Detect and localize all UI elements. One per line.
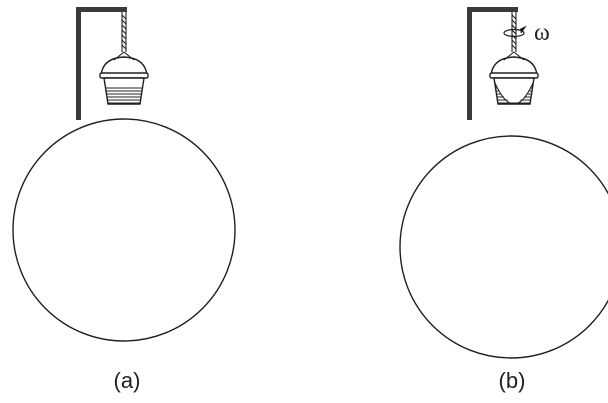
bucket-b: [489, 56, 539, 105]
rope-a: [113, 12, 135, 61]
figure-a: (a): [12, 7, 236, 393]
globe-b: [399, 135, 608, 359]
stand-a: [76, 7, 127, 120]
stand-b: [467, 7, 518, 120]
bucket-handle-a: [100, 56, 148, 76]
bucket-a: [99, 56, 149, 105]
angular-velocity-label: ω: [534, 20, 550, 46]
figure-b: ω: [399, 7, 608, 393]
water-b: [494, 82, 534, 105]
water-a: [105, 87, 143, 104]
rotation-arrow-icon: [503, 25, 527, 38]
caption-a: (a): [114, 368, 141, 393]
caption-b: (b): [499, 368, 526, 393]
globe-a: [12, 118, 236, 342]
bucket-handle-b: [490, 56, 538, 76]
